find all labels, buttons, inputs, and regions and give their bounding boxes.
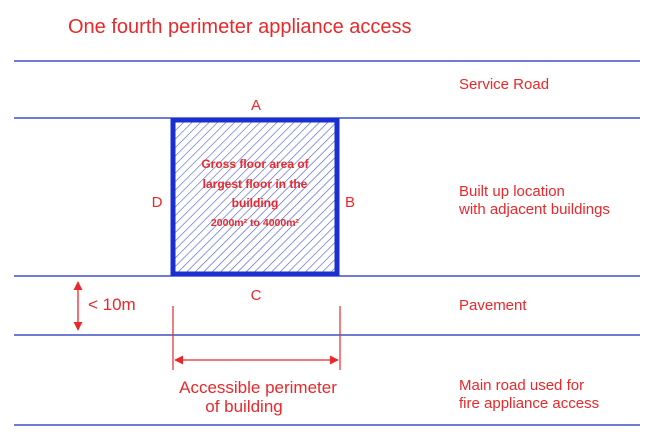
side-label-d: D — [152, 194, 163, 211]
accessible-perimeter-label-line2: of building — [205, 397, 283, 416]
building-footprint — [170, 117, 340, 277]
zone-label-built-up-line2: with adjacent buildings — [458, 201, 610, 218]
side-label-c: C — [251, 287, 262, 304]
side-label-b: B — [345, 194, 355, 211]
zone-label-service-road: Service Road — [459, 76, 549, 93]
zone-label-main-road-line1: Main road used for — [459, 377, 584, 394]
building-text-line1: Gross floor area of — [201, 157, 309, 171]
zone-label-pavement: Pavement — [459, 297, 527, 314]
diagram-title: One fourth perimeter appliance access — [68, 16, 412, 38]
zone-label-main-road-line2: fire appliance access — [459, 395, 599, 412]
distance-label: < 10m — [88, 295, 136, 314]
zone-label-built-up-line1: Built up location — [459, 183, 565, 200]
building-text-line4: 2000m² to 4000m² — [211, 217, 300, 229]
building-text-line3: building — [232, 196, 279, 210]
accessible-perimeter-label-line1: Accessible perimeter — [179, 378, 337, 397]
building-text-line2: largest floor in the — [203, 177, 308, 191]
side-label-a: A — [251, 97, 261, 114]
